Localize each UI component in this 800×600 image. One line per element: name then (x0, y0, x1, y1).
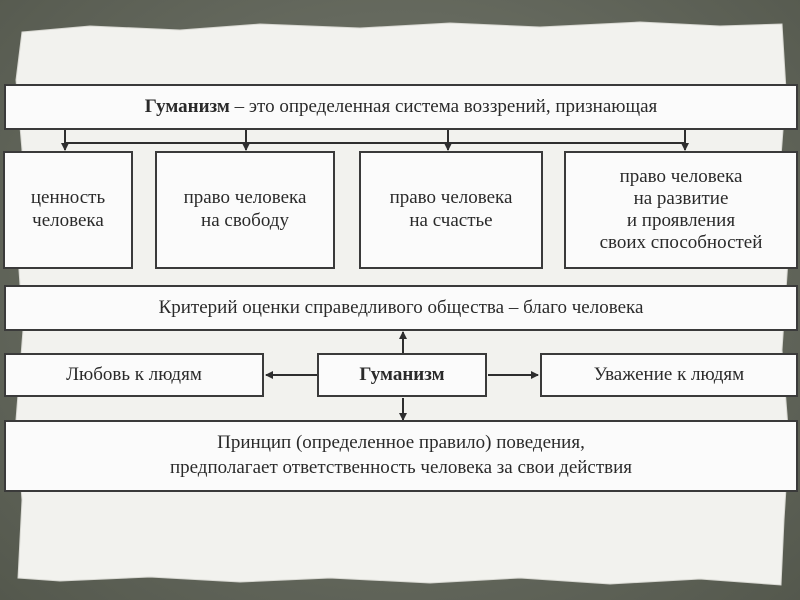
item-label: право человека на свободу (183, 187, 307, 231)
center-text: Гуманизм (359, 363, 445, 385)
criterion-text: Критерий оценки справедливого общества –… (158, 296, 644, 318)
item-label: право человека на счастье (389, 187, 513, 231)
respect-text: Уважение к людям (593, 363, 745, 385)
item-value-of-person: ценность человека (3, 151, 133, 269)
principle-text: Принцип (определенное правило) поведения… (169, 432, 633, 478)
criterion-box: Критерий оценки справедливого общества –… (4, 285, 798, 331)
definition-text: – это определенная система воззрений, пр… (229, 95, 658, 117)
humanism-center-box: Гуманизм (317, 353, 487, 397)
love-text: Любовь к людям (66, 363, 202, 385)
item-right-to-happiness: право человека на счастье (359, 151, 543, 269)
definition-term: Гуманизм (144, 95, 230, 117)
respect-box: Уважение к людям (540, 353, 798, 397)
love-box: Любовь к людям (4, 353, 264, 397)
principle-box: Принцип (определенное правило) поведения… (4, 420, 798, 492)
item-label: право человека на развитие и проявления … (599, 166, 763, 253)
item-label: ценность человека (30, 187, 106, 231)
definition-box: Гуманизм – это определенная система возз… (4, 84, 798, 130)
item-right-to-freedom: право человека на свободу (155, 151, 335, 269)
item-right-to-development: право человека на развитие и проявления … (564, 151, 798, 269)
